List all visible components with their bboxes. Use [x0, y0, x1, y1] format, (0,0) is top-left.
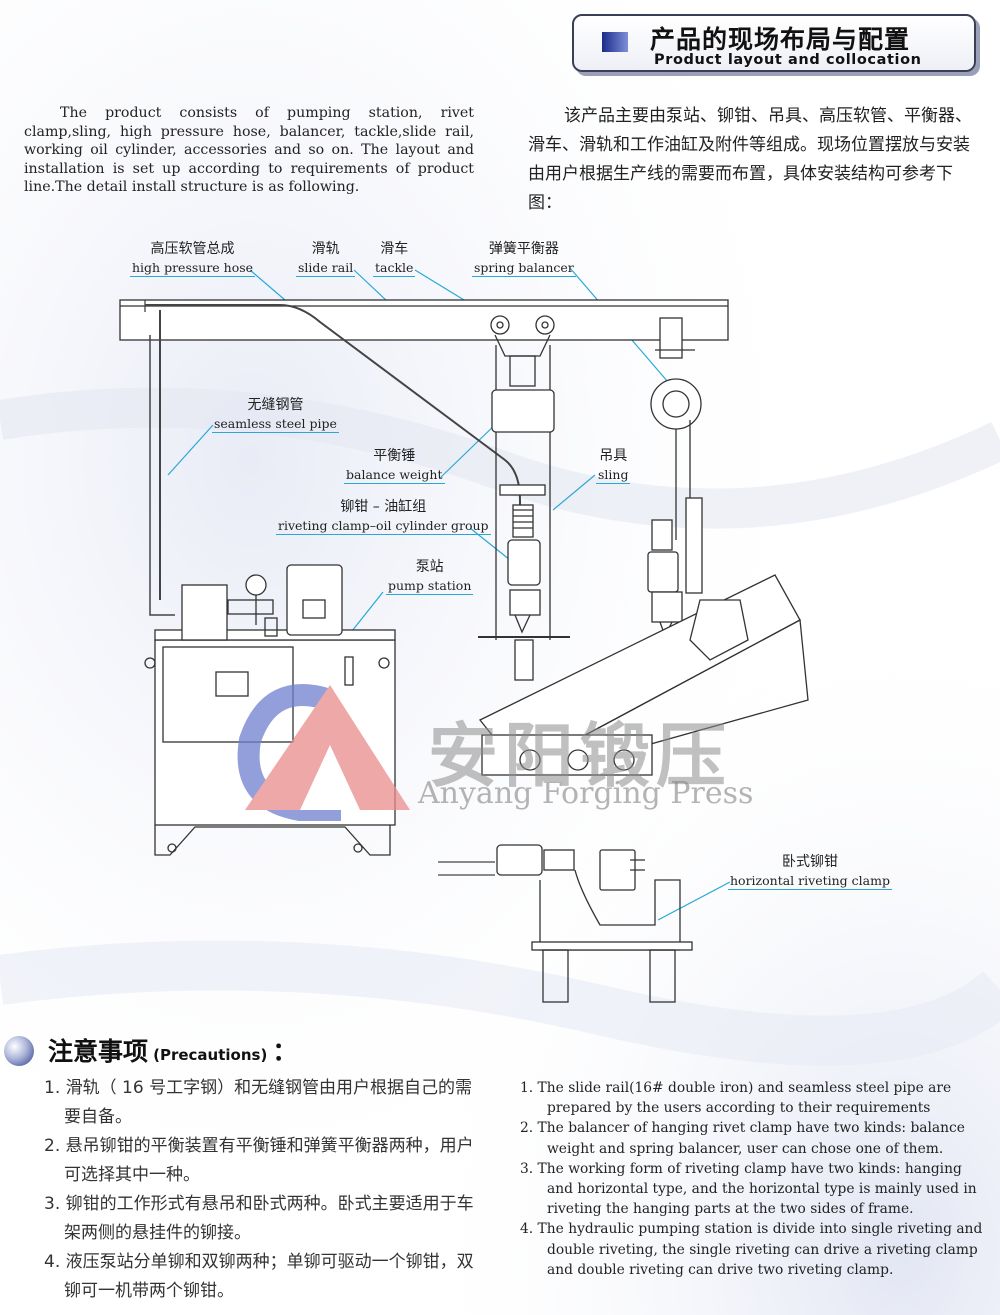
- precaution-item-cn: 2. 悬吊铆钳的平衡装置有平衡锤和弹簧平衡器两种，用户可选择其中一种。: [44, 1136, 474, 1185]
- watermark-text-cn: 安阳锻压: [428, 715, 732, 797]
- precautions-title-en: (Precautions): [153, 1046, 268, 1064]
- label-weight-en: balance weight: [344, 467, 445, 484]
- label-horizontal-en: horizontal riveting clamp: [728, 873, 892, 890]
- precaution-item-cn: 1. 滑轨（ 16 号工字钢）和无缝钢管由用户根据自己的需要自备。: [44, 1078, 473, 1127]
- precautions-title-cn: 注意事项: [48, 1037, 149, 1066]
- precautions-list-en: 1. The slide rail(16# double iron) and s…: [520, 1078, 990, 1280]
- label-rail-cn: 滑轨: [311, 241, 340, 257]
- equipment-drawing: [119, 267, 809, 1003]
- precaution-item-en: 2. The balancer of hanging rivet clamp h…: [520, 1120, 965, 1157]
- label-high-pressure-hose: 高压软管总成 high pressure hose: [130, 241, 256, 277]
- header-title-cn: 产品的现场布局与配置: [650, 25, 911, 54]
- precaution-item-en: 1. The slide rail(16# double iron) and s…: [520, 1080, 952, 1117]
- label-pump-en: pump station: [386, 578, 474, 595]
- precaution-item-cn: 3. 铆钳的工作形式有悬吊和卧式两种。卧式主要适用于车架两侧的悬挂件的铆接。: [44, 1194, 474, 1243]
- spring-balancer-assembly: [647, 317, 703, 638]
- precautions-list-cn: 1. 滑轨（ 16 号工字钢）和无缝钢管由用户根据自己的需要自备。 2. 悬吊铆…: [44, 1074, 484, 1306]
- label-pipe-en: seamless steel pipe: [212, 416, 339, 433]
- precaution-item-cn: 4. 液压泵站分单铆和双铆两种；单铆可驱动一个铆钳，双铆可一机带两个铆钳。: [44, 1252, 474, 1301]
- label-spring-cn: 弹簧平衡器: [488, 241, 559, 257]
- label-balance-weight: 平衡锤 balance weight: [344, 448, 445, 484]
- horizontal-clamp-drawing: [438, 844, 693, 1003]
- precaution-item-en: 3. The working form of riveting clamp ha…: [520, 1160, 977, 1218]
- label-seamless-steel-pipe: 无缝钢管 seamless steel pipe: [212, 397, 339, 433]
- precautions-title-suffix: ：: [272, 1037, 298, 1066]
- watermark-logo: [237, 684, 410, 821]
- label-tackle-en: tackle: [373, 260, 416, 277]
- label-pump-station: 泵站 pump station: [386, 559, 474, 595]
- label-hose-cn: 高压软管总成: [150, 241, 235, 257]
- label-clamp-cn: 铆钳 – 油缸组: [340, 499, 427, 515]
- layout-diagram: 高压软管总成 high pressure hose 滑轨 slide rail …: [0, 230, 1000, 1020]
- watermark-text-en: Anyang Forging Press: [418, 776, 754, 811]
- label-spring-balancer: 弹簧平衡器 spring balancer: [472, 241, 576, 277]
- intro-text-cn: 该产品主要由泵站、铆钳、吊具、高压软管、平衡器、滑车、滑轨和工作油缸及附件等组成…: [528, 106, 972, 213]
- bullet-ball-icon: [4, 1036, 34, 1066]
- label-pump-cn: 泵站: [415, 559, 444, 575]
- hanging-clamp: [478, 484, 570, 681]
- label-horizontal-riveting-clamp: 卧式铆钳 horizontal riveting clamp: [728, 854, 892, 890]
- label-rail-en: slide rail: [296, 260, 356, 277]
- header-square-icon: [602, 32, 628, 52]
- header-frame: [572, 14, 976, 72]
- header-title-en: Product layout and collocation: [654, 52, 922, 68]
- label-pipe-cn: 无缝钢管: [247, 397, 304, 413]
- label-clamp-en: riveting clamp–oil cylinder group: [276, 518, 491, 535]
- label-weight-cn: 平衡锤: [373, 448, 416, 464]
- intro-text-en: The product consists of pumping station,…: [24, 105, 474, 195]
- label-tackle-cn: 滑车: [380, 241, 409, 257]
- label-tackle: 滑车 tackle: [373, 241, 416, 277]
- label-sling-cn: 吊具: [599, 448, 628, 464]
- label-spring-en: spring balancer: [472, 260, 576, 277]
- label-sling: 吊具 sling: [596, 448, 631, 484]
- label-hose-en: high pressure hose: [130, 260, 256, 277]
- precaution-item-en: 4. The hydraulic pumping station is divi…: [520, 1221, 983, 1278]
- section-header: 产品的现场布局与配置 Product layout and collocatio…: [572, 14, 982, 76]
- label-sling-en: sling: [596, 467, 631, 484]
- leader-lines: [167, 267, 731, 921]
- label-slide-rail: 滑轨 slide rail: [296, 241, 356, 277]
- frame-rails: [478, 574, 809, 776]
- label-riveting-clamp-group: 铆钳 – 油缸组 riveting clamp–oil cylinder gro…: [276, 499, 491, 535]
- label-horizontal-cn: 卧式铆钳: [781, 854, 838, 870]
